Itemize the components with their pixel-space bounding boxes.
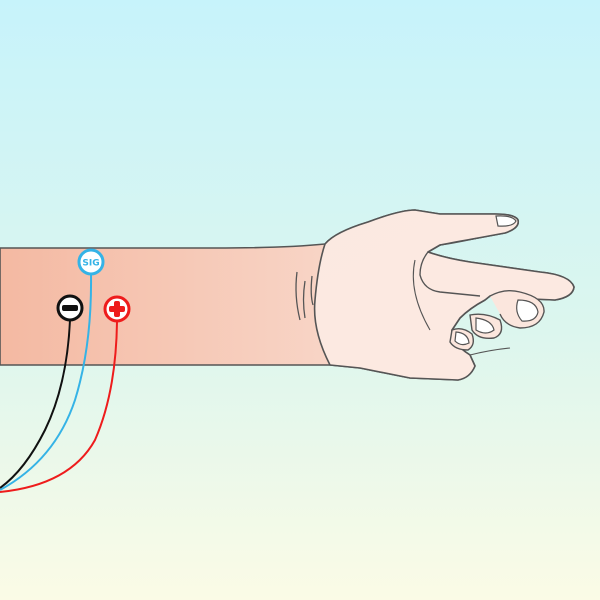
middle-nail xyxy=(516,299,539,322)
ring-nail xyxy=(475,317,495,334)
signal-electrode: SIG xyxy=(77,248,105,276)
plus-icon-vertical xyxy=(114,301,120,317)
thumb-crease xyxy=(439,237,479,246)
minus-icon xyxy=(62,305,78,311)
signal-electrode-label: SIG xyxy=(82,259,99,269)
hand xyxy=(313,209,575,381)
positive-electrode xyxy=(103,295,131,323)
negative-electrode xyxy=(56,294,84,322)
index-finger xyxy=(419,251,481,297)
wrist-crease-1 xyxy=(295,271,301,321)
knuckle-crease xyxy=(469,347,511,356)
wrist-crease-2 xyxy=(302,280,306,319)
positive-wire xyxy=(0,321,118,493)
thumbnail xyxy=(495,215,517,227)
negative-wire xyxy=(0,319,71,489)
signal-wire xyxy=(0,273,93,491)
pinky-nail xyxy=(454,331,470,346)
palm-crease xyxy=(412,259,431,331)
wrist-crease-3 xyxy=(310,275,314,306)
